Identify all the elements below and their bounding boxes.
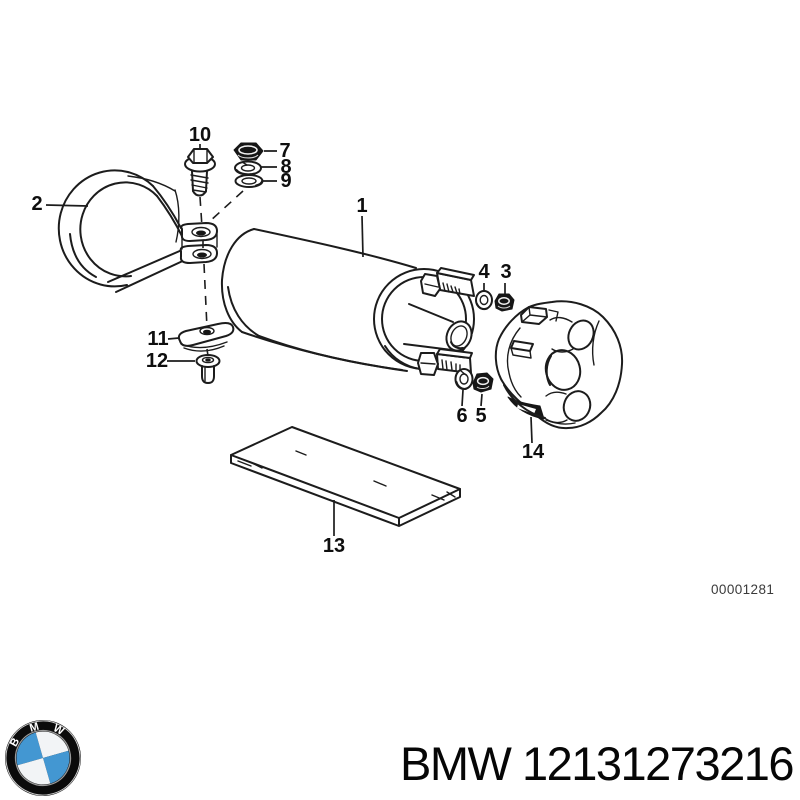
callout-12: 12 <box>145 350 169 372</box>
part-number-caption: BMW 12131273216 <box>400 737 794 790</box>
nut-part-3-drawing <box>494 293 515 312</box>
cover-part-14-drawing <box>494 300 624 430</box>
spring-washer-part-4-drawing <box>475 290 493 311</box>
callout-11: 11 <box>147 328 169 350</box>
logo-quadrant-white-bl <box>17 758 51 785</box>
callout-13: 13 <box>322 535 346 557</box>
logo-quadrant-blue-br <box>43 750 70 784</box>
leader-lines <box>45 144 533 536</box>
clamp-part-2-drawing <box>57 169 218 293</box>
washer-part-9-drawing <box>234 174 264 188</box>
callout-7: 7 <box>279 140 291 162</box>
bolt-part-10-drawing <box>184 148 216 197</box>
logo-quadrant-blue-tl <box>16 732 43 766</box>
logo-quadrant-white-tr <box>35 731 69 758</box>
nut-part-7-drawing <box>233 142 264 161</box>
callout-4: 4 <box>478 261 490 283</box>
nut-part-5-drawing <box>472 372 494 393</box>
callout-2: 2 <box>31 193 43 215</box>
exploded-parts-drawing <box>45 142 624 536</box>
callout-9: 9 <box>280 170 292 192</box>
callout-1: 1 <box>356 195 368 217</box>
callout-5: 5 <box>475 405 487 427</box>
callout-14: 14 <box>521 441 545 463</box>
callout-10: 10 <box>188 124 212 146</box>
logo-letter-m: M <box>28 721 40 735</box>
spring-washer-part-6-drawing <box>454 368 474 390</box>
callout-8: 8 <box>280 156 292 178</box>
callout-3: 3 <box>500 261 512 283</box>
ignition-coil-part-1-drawing <box>220 228 475 376</box>
bmw-roundel-logo: B M W <box>5 720 81 796</box>
plate-part-13-drawing <box>230 426 461 527</box>
rivet-part-12-drawing <box>195 354 221 384</box>
callout-6: 6 <box>456 405 468 427</box>
spring-washer-part-8-drawing <box>234 160 262 176</box>
drawing-number: 00001281 <box>711 582 775 597</box>
clip-part-11-drawing <box>177 322 235 352</box>
